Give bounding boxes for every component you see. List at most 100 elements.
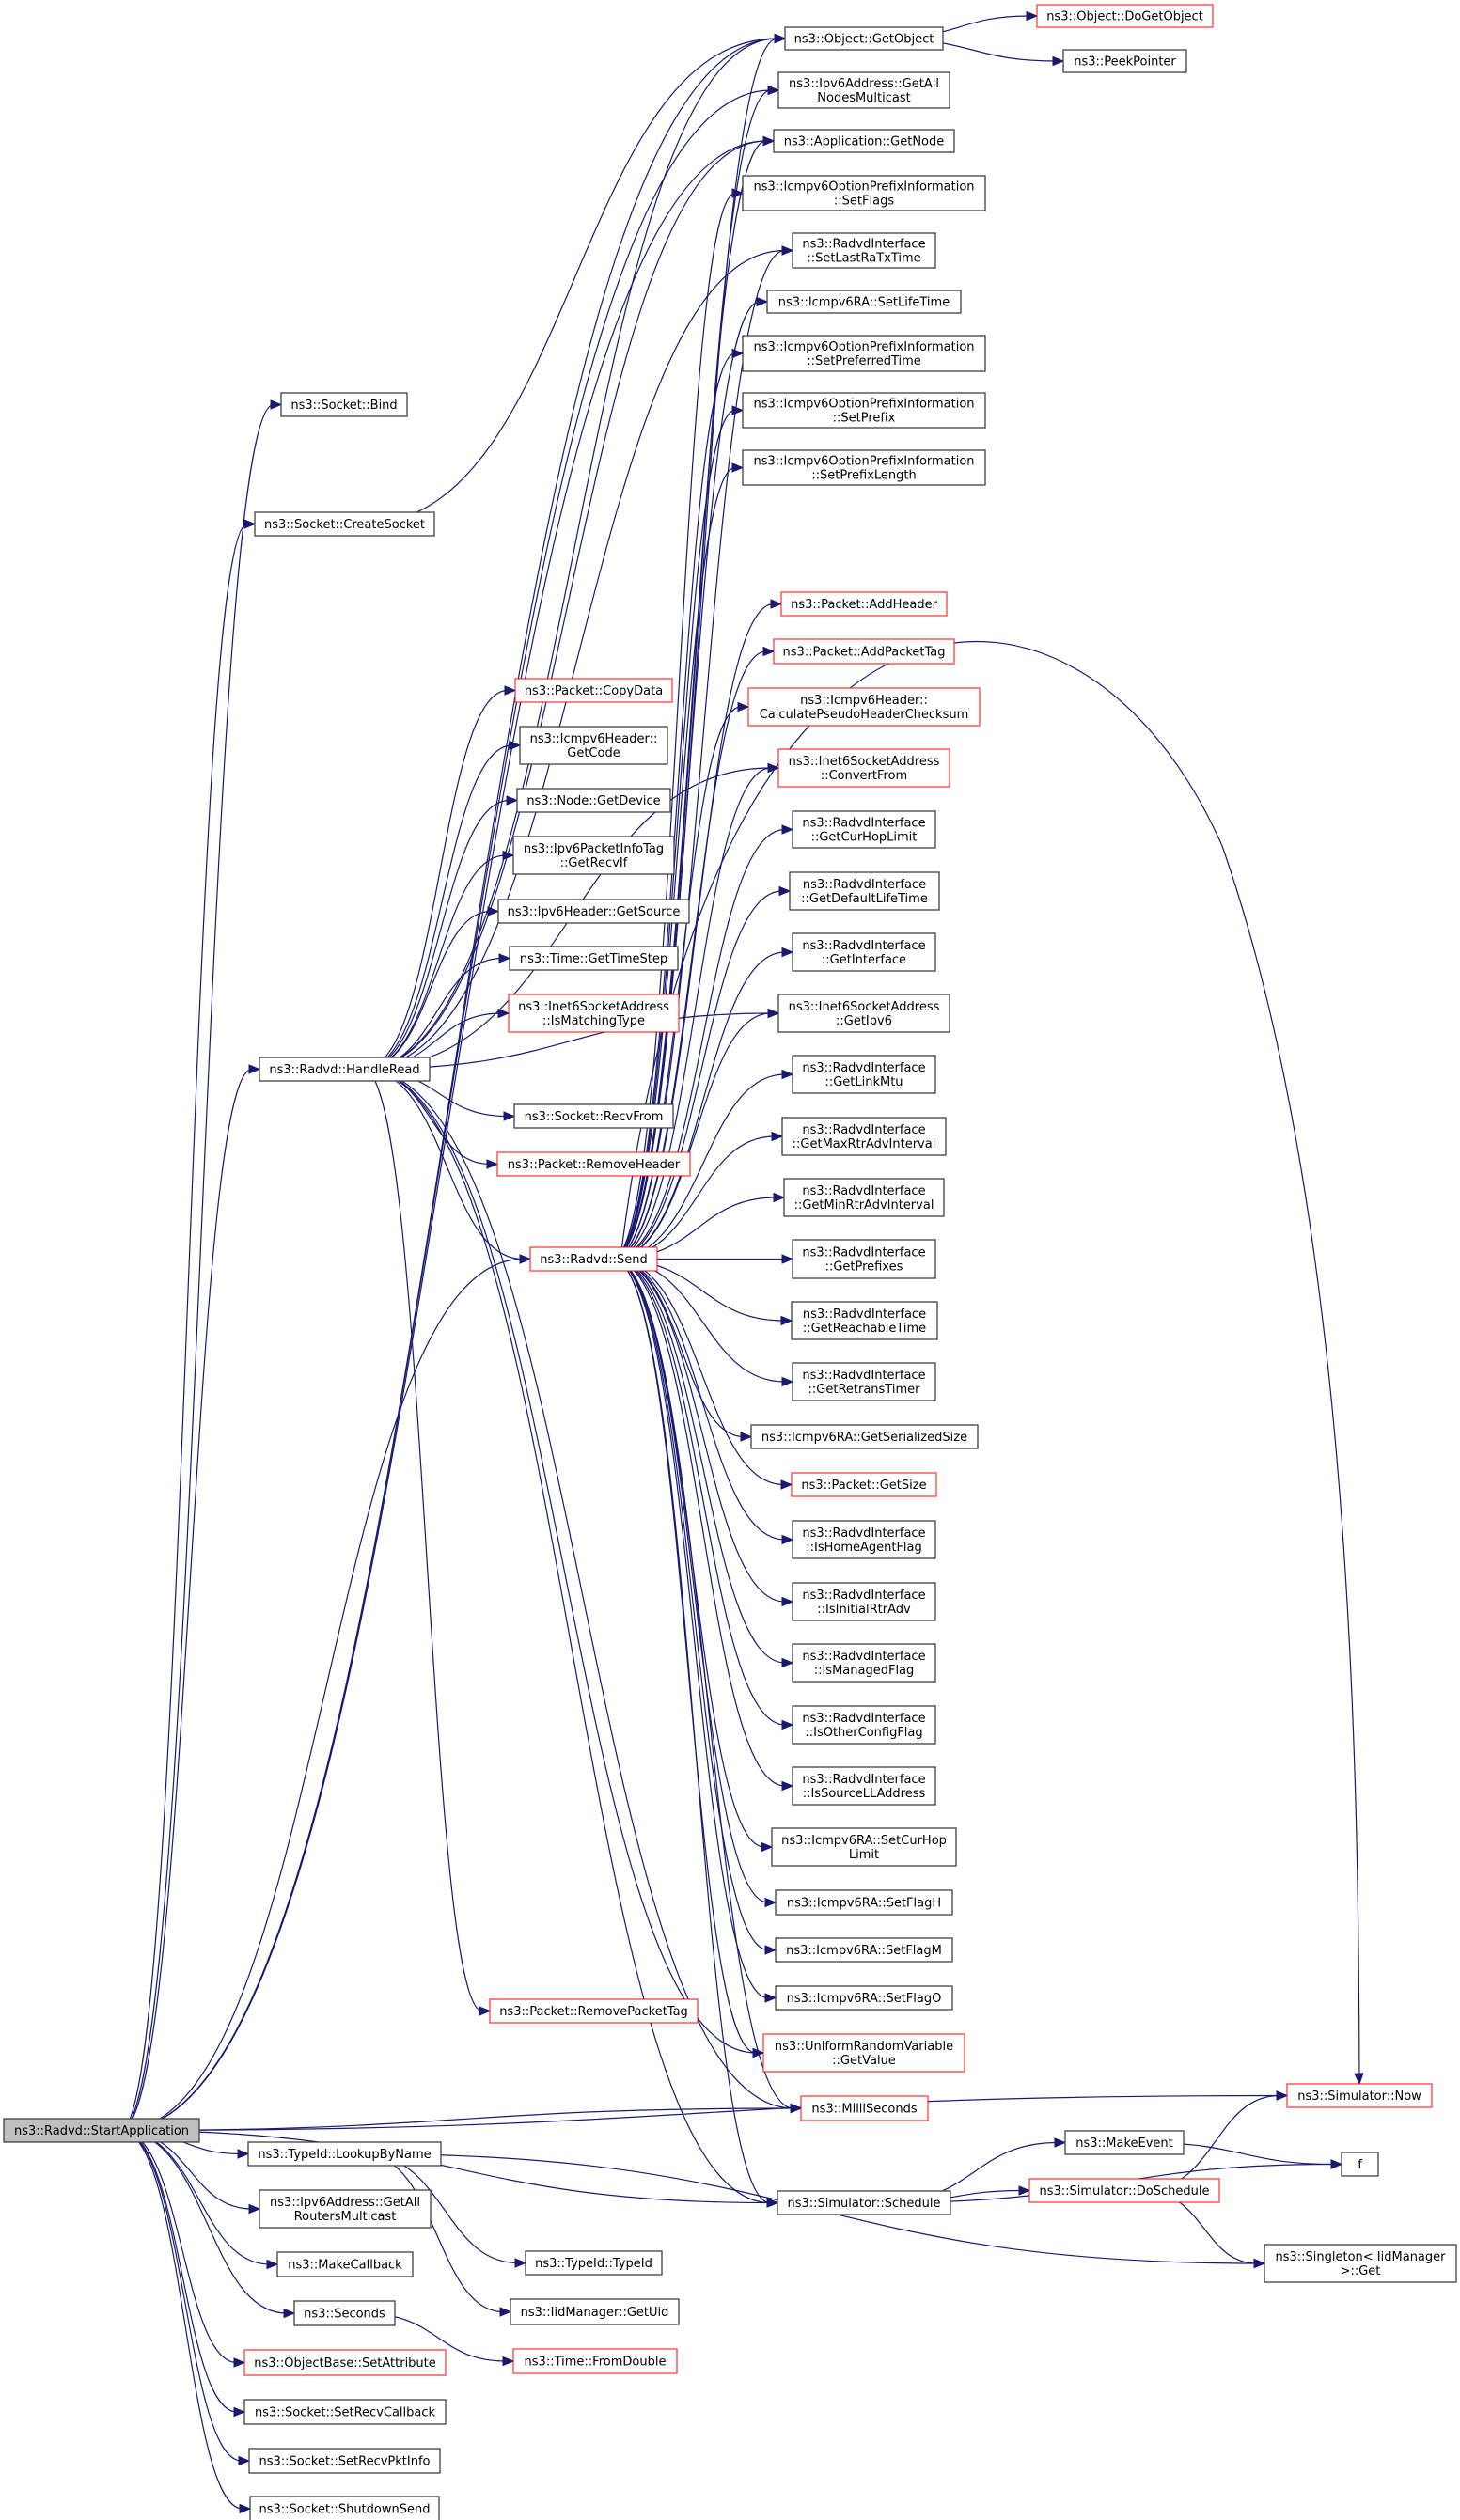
node-isotherconfig[interactable]: ns3::RadvdInterface::IsOtherConfigFlag xyxy=(792,1705,936,1745)
node-setlifetime[interactable]: ns3::Icmpv6RA::SetLifeTime xyxy=(766,290,962,314)
edge-send-setprefixlen xyxy=(612,466,736,1260)
node-getcurhop[interactable]: ns3::RadvdInterface::GetCurHopLimit xyxy=(792,810,936,849)
node-singleton[interactable]: ns3::Singleton< IidManager>::Get xyxy=(1264,2244,1457,2283)
node-lookupbyname[interactable]: ns3::TypeId::LookupByName xyxy=(247,2141,442,2167)
node-label: ns3::Ipv6Address::GetAll xyxy=(789,77,939,91)
node-box xyxy=(792,1520,936,1559)
node-label: ns3::Icmpv6OptionPrefixInformation xyxy=(753,398,974,412)
node-getdeflife[interactable]: ns3::RadvdInterface::GetDefaultLifeTime xyxy=(789,871,940,911)
node-getinterface[interactable]: ns3::RadvdInterface::GetInterface xyxy=(792,932,936,972)
node-getnode[interactable]: ns3::Application::GetNode xyxy=(773,129,955,153)
node-peekpointer[interactable]: ns3::PeekPointer xyxy=(1062,49,1187,73)
node-convertfrom[interactable]: ns3::Inet6SocketAddress::ConvertFrom xyxy=(777,748,950,788)
node-f[interactable]: f xyxy=(1341,2152,1379,2177)
arrowhead-send-setflago xyxy=(764,1993,777,2003)
node-uniformgetvalue[interactable]: ns3::UniformRandomVariable::GetValue xyxy=(762,2033,965,2073)
node-makecallback[interactable]: ns3::MakeCallback xyxy=(276,2251,414,2277)
node-gettimestep[interactable]: ns3::Time::GetTimeStep xyxy=(509,946,679,971)
node-box xyxy=(777,71,950,109)
node-box xyxy=(792,932,936,972)
node-getipv6[interactable]: ns3::Inet6SocketAddress::GetIpv6 xyxy=(777,994,950,1033)
node-setattribute[interactable]: ns3::ObjectBase::SetAttribute xyxy=(243,2349,447,2376)
node-getmaxrtr[interactable]: ns3::RadvdInterface::GetMaxRtrAdvInterva… xyxy=(781,1117,947,1156)
node-getretrans[interactable]: ns3::RadvdInterface::GetRetransTimer xyxy=(792,1362,936,1401)
edge-start-setrecvpktinfo xyxy=(119,2129,243,2462)
node-getsource[interactable]: ns3::Ipv6Header::GetSource xyxy=(497,899,690,924)
edge-handleread-setlastratx xyxy=(363,249,786,1071)
node-addpackettag[interactable]: ns3::Packet::AddPacketTag xyxy=(773,638,955,665)
node-send[interactable]: ns3::Radvd::Send xyxy=(529,1246,658,1272)
node-copydata[interactable]: ns3::Packet::CopyData xyxy=(514,678,673,703)
node-setprefix[interactable]: ns3::Icmpv6OptionPrefixInformation::SetP… xyxy=(742,392,986,429)
node-setrecvpktinfo[interactable]: ns3::Socket::SetRecvPktInfo xyxy=(248,2448,441,2474)
node-box xyxy=(1286,2083,1433,2108)
node-setflago[interactable]: ns3::Icmpv6RA::SetFlagO xyxy=(775,1985,953,2011)
node-label: ns3::Application::GetNode xyxy=(784,135,945,149)
node-setrecvcallback[interactable]: ns3::Socket::SetRecvCallback xyxy=(243,2399,447,2425)
node-getobject[interactable]: ns3::Object::GetObject xyxy=(784,26,944,51)
node-getsize[interactable]: ns3::Packet::GetSize xyxy=(791,1472,937,1497)
node-isinitial[interactable]: ns3::RadvdInterface::IsInitialRtrAdv xyxy=(792,1582,936,1621)
node-label: ::IsMatchingType xyxy=(542,1014,645,1028)
node-setlastratx[interactable]: ns3::RadvdInterface::SetLastRaTxTime xyxy=(792,232,936,269)
node-label: ns3::Simulator::Now xyxy=(1297,2090,1421,2104)
node-makeevent[interactable]: ns3::MakeEvent xyxy=(1064,2130,1185,2155)
node-fromdouble[interactable]: ns3::Time::FromDouble xyxy=(512,2348,678,2374)
node-label: ns3::PeekPointer xyxy=(1074,55,1176,70)
node-ismanaged[interactable]: ns3::RadvdInterface::IsManagedFlag xyxy=(792,1643,936,1683)
node-getprefixes[interactable]: ns3::RadvdInterface::GetPrefixes xyxy=(792,1239,936,1279)
node-label: ns3::Singleton< IidManager xyxy=(1275,2250,1446,2264)
arrowhead-send-setflagm xyxy=(764,1945,777,1955)
node-getlinkmtu[interactable]: ns3::RadvdInterface::GetLinkMtu xyxy=(792,1055,936,1094)
edge-send-setcurhop xyxy=(612,1258,765,1848)
node-label: ::GetReachableTime xyxy=(803,1322,926,1336)
node-setpreferred[interactable]: ns3::Icmpv6OptionPrefixInformation::SetP… xyxy=(742,335,986,372)
arrowhead-makeevent-f xyxy=(1330,2159,1343,2169)
node-setflagh[interactable]: ns3::Icmpv6RA::SetFlagH xyxy=(775,1889,953,1916)
node-getuid[interactable]: ns3::IidManager::GetUid xyxy=(510,2298,680,2325)
node-typeid[interactable]: ns3::TypeId::TypeId xyxy=(525,2250,663,2276)
node-createsocket[interactable]: ns3::Socket::CreateSocket xyxy=(254,511,435,537)
node-ishomeagent[interactable]: ns3::RadvdInterface::IsHomeAgentFlag xyxy=(792,1520,936,1559)
node-removeheader[interactable]: ns3::Packet::RemoveHeader xyxy=(496,1151,691,1177)
arrowhead-send-getallnodes xyxy=(767,85,780,96)
node-addheader[interactable]: ns3::Packet::AddHeader xyxy=(780,591,948,617)
node-shutdownsend[interactable]: ns3::Socket::ShutdownSend xyxy=(249,2496,440,2520)
arrowhead-start-lookupbyname xyxy=(237,2149,250,2159)
node-getcode[interactable]: ns3::Icmpv6Header::GetCode xyxy=(519,726,668,765)
node-removepackettag[interactable]: ns3::Packet::RemovePacketTag xyxy=(489,1998,699,2024)
node-seconds[interactable]: ns3::Seconds xyxy=(293,2300,396,2326)
node-dogetobject[interactable]: ns3::Object::DoGetObject xyxy=(1036,4,1214,28)
node-calcchecksum[interactable]: ns3::Icmpv6Header::CalculatePseudoHeader… xyxy=(747,687,981,727)
arrowhead-send-getprefixes xyxy=(781,1254,794,1264)
node-setflagm[interactable]: ns3::Icmpv6RA::SetFlagM xyxy=(775,1937,953,1963)
node-label: ::IsSourceLLAddress xyxy=(803,1787,926,1801)
node-label: ::GetPrefixes xyxy=(825,1260,903,1275)
node-recvfrom[interactable]: ns3::Socket::RecvFrom xyxy=(513,1103,674,1129)
node-bind[interactable]: ns3::Socket::Bind xyxy=(280,392,408,417)
node-schedule[interactable]: ns3::Simulator::Schedule xyxy=(777,2190,951,2215)
node-doschedule[interactable]: ns3::Simulator::DoSchedule xyxy=(1028,2178,1220,2203)
node-milliseconds[interactable]: ns3::MilliSeconds xyxy=(800,2095,929,2121)
node-getdevice[interactable]: ns3::Node::GetDevice xyxy=(516,788,671,813)
node-setflags[interactable]: ns3::Icmpv6OptionPrefixInformation::SetF… xyxy=(742,175,986,211)
node-label: ns3::Packet::AddHeader xyxy=(791,598,937,612)
node-simnow[interactable]: ns3::Simulator::Now xyxy=(1286,2083,1433,2108)
node-getreachable[interactable]: ns3::RadvdInterface::GetReachableTime xyxy=(791,1301,938,1340)
node-handleread[interactable]: ns3::Radvd::HandleRead xyxy=(259,1057,431,1082)
node-label: ns3::RadvdInterface xyxy=(802,1589,925,1603)
node-ismatchingtype[interactable]: ns3::Inet6SocketAddress::IsMatchingType xyxy=(508,994,680,1033)
node-getrecvif[interactable]: ns3::Ipv6PacketInfoTag::GetRecvIf xyxy=(512,836,675,875)
node-start[interactable]: ns3::Radvd::StartApplication xyxy=(3,2118,200,2143)
node-issourcell[interactable]: ns3::RadvdInterface::IsSourceLLAddress xyxy=(792,1766,936,1806)
node-getserialized[interactable]: ns3::Icmpv6RA::GetSerializedSize xyxy=(750,1424,979,1449)
node-box xyxy=(775,1985,953,2011)
edge-handleread-getdevice xyxy=(363,799,510,1071)
node-setprefixlen[interactable]: ns3::Icmpv6OptionPrefixInformation::SetP… xyxy=(742,449,986,486)
node-getminrtr[interactable]: ns3::RadvdInterface::GetMinRtrAdvInterva… xyxy=(783,1178,945,1217)
edge-send-getretrans xyxy=(612,1258,786,1383)
node-box xyxy=(792,1643,936,1683)
